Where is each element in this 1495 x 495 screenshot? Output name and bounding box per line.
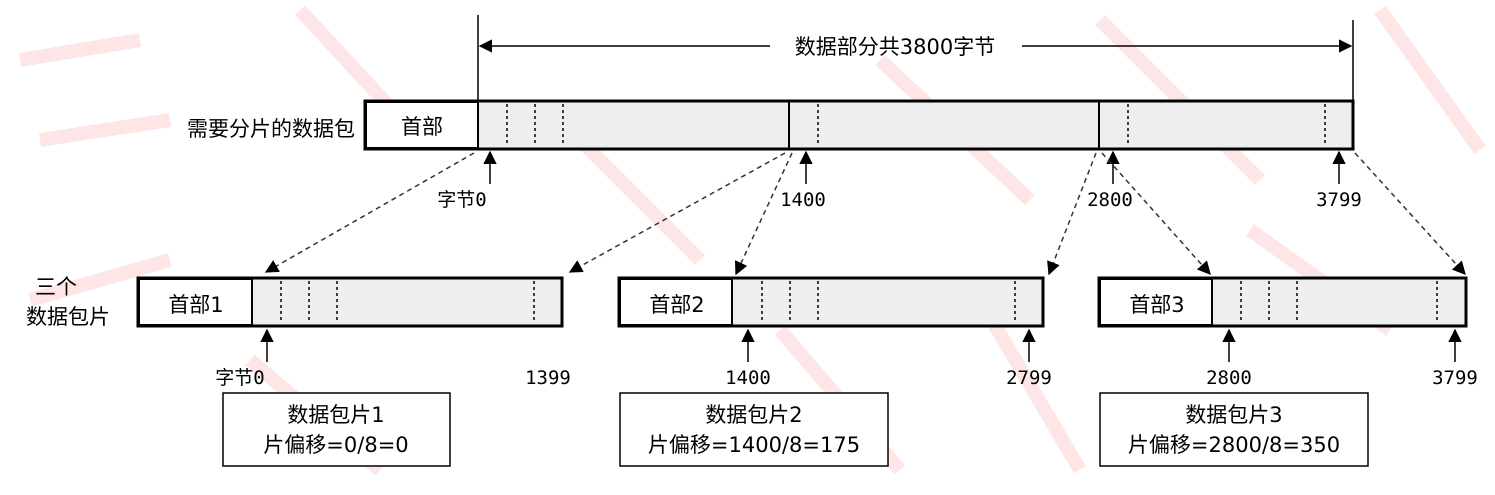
fragment-1: 首部1 字节0 1399 数据包片1 片偏移=0/8=0 bbox=[136, 276, 571, 467]
fragments-label-line2: 数据包片 bbox=[26, 305, 110, 329]
fragment-3: 首部3 2800 3799 数据包片3 片偏移=2800/8=350 bbox=[1097, 276, 1478, 467]
fragment-2-infobox bbox=[619, 392, 889, 467]
fragment-1-name: 数据包片1 bbox=[287, 403, 384, 427]
fragment-2-start: 1400 bbox=[725, 367, 771, 389]
fragment-3-infobox bbox=[1099, 392, 1369, 467]
packet-box bbox=[363, 99, 1355, 151]
mapping-arrows bbox=[264, 152, 1466, 276]
fragment-2-offset: 片偏移=1400/8=175 bbox=[648, 433, 860, 457]
top-tick-3: 3799 bbox=[1316, 189, 1362, 211]
fragment-2-end: 2799 bbox=[1006, 367, 1052, 389]
fragment-3-offset: 片偏移=2800/8=350 bbox=[1128, 433, 1340, 457]
fragment-3-header: 首部3 bbox=[1129, 293, 1184, 317]
original-packet: 需要分片的数据包 首部 bbox=[187, 99, 1355, 151]
fragment-2-header: 首部2 bbox=[649, 293, 704, 317]
top-tick-2: 2800 bbox=[1087, 189, 1133, 211]
top-tick-1: 1400 bbox=[780, 189, 826, 211]
packet-label: 需要分片的数据包 bbox=[187, 117, 355, 141]
fragment-3-name: 数据包片3 bbox=[1185, 403, 1282, 427]
fragment-1-start: 字节0 bbox=[215, 367, 264, 389]
top-tick-0: 字节0 bbox=[437, 189, 486, 211]
data-span: 数据部分共3800字节 bbox=[477, 15, 1354, 100]
fragment-2-name: 数据包片2 bbox=[705, 403, 802, 427]
packet-header-label: 首部 bbox=[401, 115, 443, 139]
fragment-3-end: 3799 bbox=[1432, 367, 1478, 389]
span-label: 数据部分共3800字节 bbox=[795, 35, 995, 59]
fragment-2: 首部2 1400 2799 数据包片2 片偏移=1400/8=175 bbox=[617, 276, 1052, 467]
fragment-1-end: 1399 bbox=[525, 367, 571, 389]
packet-header bbox=[365, 101, 479, 149]
fragment-1-infobox bbox=[222, 392, 451, 467]
fragments-label-line1: 三个 bbox=[35, 275, 77, 299]
fragment-3-start: 2800 bbox=[1206, 367, 1252, 389]
fragment-1-header: 首部1 bbox=[168, 293, 223, 317]
fragment-1-offset: 片偏移=0/8=0 bbox=[263, 433, 408, 457]
top-ticks: 字节0 1400 2800 3799 bbox=[437, 150, 1362, 211]
